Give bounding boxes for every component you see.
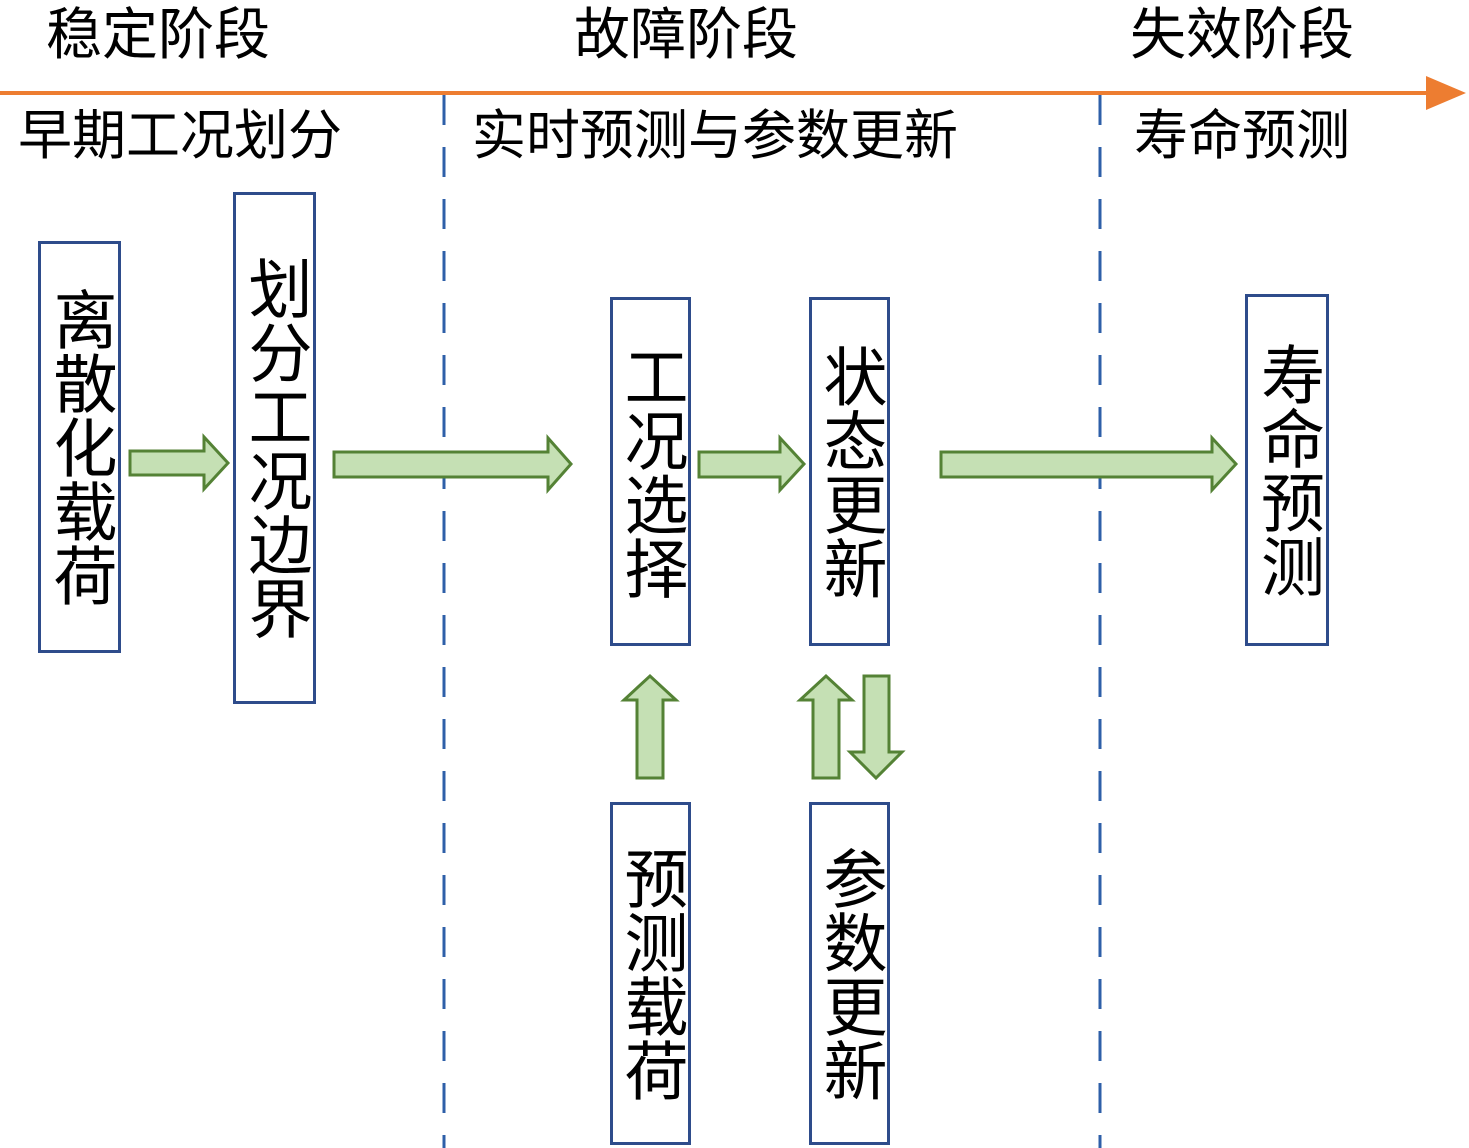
box-discretized-load-text: 离散化载荷 <box>42 287 117 607</box>
box-life-prediction-text: 寿命预测 <box>1250 342 1324 598</box>
task-label-stable: 早期工况划分 <box>18 104 342 167</box>
box-predicted-load-text: 预测载荷 <box>613 845 688 1102</box>
box-life-prediction: 寿命预测 <box>1245 294 1329 646</box>
arrow-boundary-to-select <box>332 434 574 494</box>
phase-label-fault: 故障阶段 <box>574 3 798 68</box>
phase-label-failure: 失效阶段 <box>1130 3 1354 68</box>
arrow-predicted-load-up <box>620 673 680 780</box>
box-param-update-text: 参数更新 <box>812 845 887 1102</box>
arrow-select-to-state <box>697 434 807 494</box>
box-state-update: 状态更新 <box>809 297 890 646</box>
box-discretized-load: 离散化载荷 <box>38 241 121 653</box>
timeline-arrow <box>0 76 1466 110</box>
box-condition-boundary: 划分工况边界 <box>233 192 316 704</box>
arrow-state-down <box>846 674 906 781</box>
phase-label-stable: 稳定阶段 <box>46 3 270 68</box>
box-condition-select-text: 工况选择 <box>613 343 688 600</box>
arrow-discretized-to-boundary <box>128 433 231 493</box>
box-condition-select: 工况选择 <box>610 297 691 646</box>
box-state-update-text: 状态更新 <box>812 343 887 600</box>
box-predicted-load: 预测载荷 <box>610 802 691 1145</box>
box-condition-boundary-text: 划分工况边界 <box>237 256 312 640</box>
arrow-param-update-up <box>796 673 856 780</box>
box-param-update: 参数更新 <box>809 802 890 1145</box>
task-label-fault: 实时预测与参数更新 <box>472 104 958 167</box>
task-label-failure: 寿命预测 <box>1134 104 1350 167</box>
arrow-state-to-life <box>939 434 1239 494</box>
